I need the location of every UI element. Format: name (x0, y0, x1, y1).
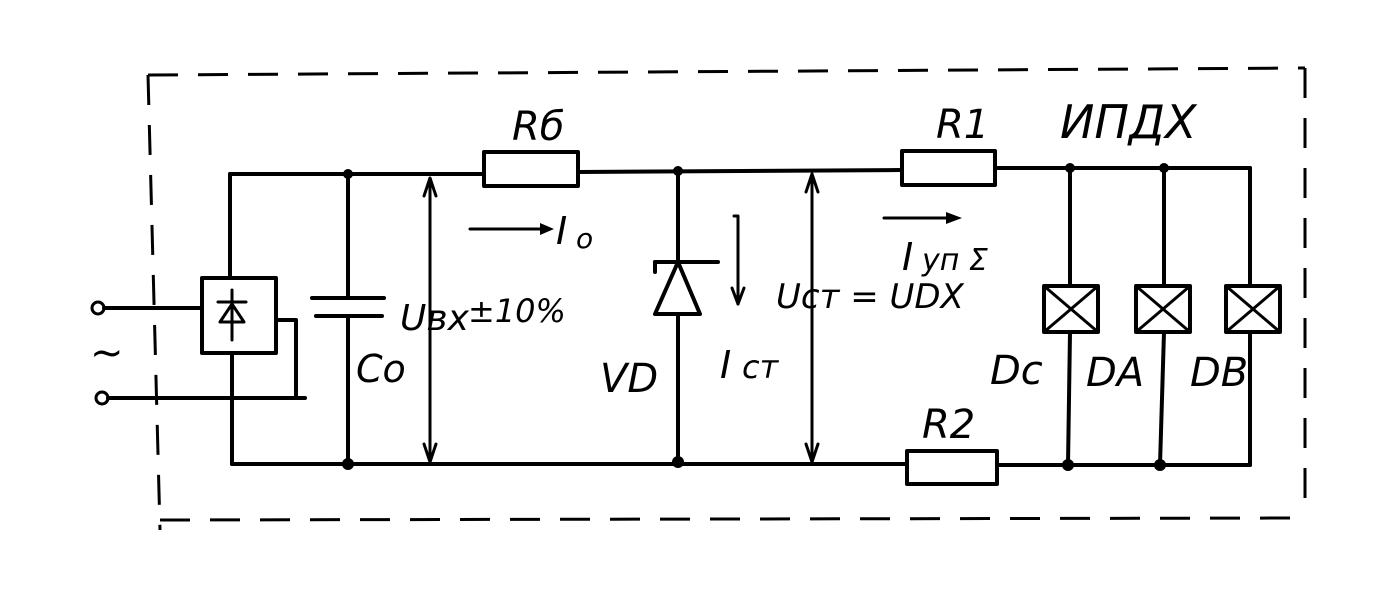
iup-subscript: уп Σ (921, 243, 988, 278)
resistor-rb (482, 150, 580, 188)
rectifier-bridge (200, 172, 298, 466)
ist-symbol: I (720, 343, 731, 387)
ist-subscript: ст (742, 348, 780, 386)
r1-label: R1 (936, 102, 989, 148)
rb-label: Rб (512, 104, 564, 150)
ac-symbol: ~ (90, 330, 124, 376)
bottom-bus (230, 462, 1252, 467)
top-bus (228, 166, 1252, 176)
vd-label: VD (600, 356, 658, 402)
ubx-arrow (422, 176, 438, 464)
sensor-da (1134, 166, 1192, 467)
sensor-dc (1042, 166, 1100, 467)
iup-arrow (882, 212, 962, 224)
junction-dots (342, 163, 1169, 471)
da-label: DА (1086, 350, 1144, 396)
resistor-r2 (905, 449, 999, 486)
device-boundary (146, 66, 1307, 531)
iup-symbol: I (902, 235, 913, 279)
ac-input (90, 300, 307, 406)
zener-diode-vd (653, 168, 720, 464)
ist-arrow (730, 214, 746, 306)
i0-subscript: о (576, 222, 593, 255)
sensor-db (1224, 166, 1282, 467)
capacitor-c0 (310, 172, 386, 466)
ubx-label: Uвх (400, 298, 470, 339)
resistor-r1 (900, 149, 997, 187)
dc-label: Dс (990, 348, 1043, 394)
ust-label: Uст = UDX (776, 277, 965, 317)
i0-arrow (468, 223, 554, 235)
r2-label: R2 (922, 402, 975, 448)
ust-arrow (804, 172, 820, 464)
db-label: DВ (1190, 350, 1248, 396)
i0-symbol: I (556, 209, 567, 253)
ubx-tolerance: ±10% (468, 292, 566, 330)
c0-label: Cо (356, 347, 406, 391)
title-label: ИПДХ (1060, 95, 1198, 149)
